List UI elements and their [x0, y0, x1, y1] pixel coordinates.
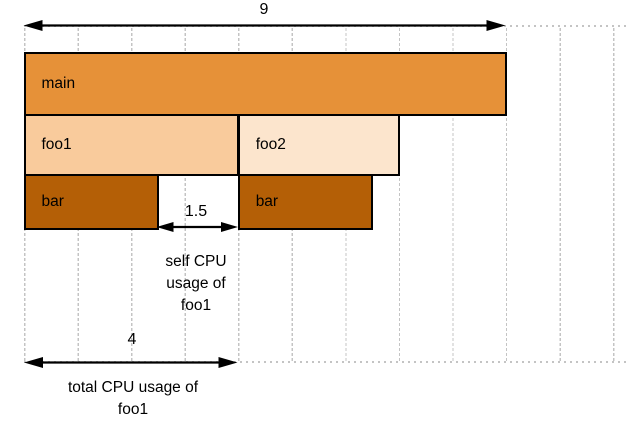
total-width-value: 9: [259, 1, 269, 18]
frame-foo1: foo1: [23, 114, 240, 176]
total-usage-arrow: [24, 357, 238, 368]
arrowhead-left: [23, 20, 43, 31]
frame-label: bar: [41, 193, 64, 210]
frame-main: main: [23, 52, 507, 116]
frame-label: foo1: [41, 136, 72, 153]
arrowhead-left: [156, 222, 174, 232]
frame-label: main: [41, 75, 76, 92]
arrowhead-right: [486, 20, 506, 31]
total-width-arrow: [23, 20, 506, 31]
arrowhead-left: [24, 357, 43, 368]
frame-label: bar: [255, 193, 279, 210]
frame-bar-under-foo2: bar: [237, 174, 374, 230]
frame-foo2: foo2: [237, 114, 400, 176]
total-usage-caption: total CPU usage of foo1: [67, 379, 199, 418]
self-usage-caption: self CPU usage of foo1: [165, 253, 227, 314]
total-usage-value: 4: [127, 331, 137, 348]
self-usage-arrow: [156, 222, 238, 232]
frame-label: foo2: [255, 136, 286, 153]
arrowhead-right: [218, 357, 238, 368]
arrowhead-right: [221, 222, 238, 232]
self-usage-value: 1.5: [184, 203, 208, 220]
frame-bar-under-foo1: bar: [23, 174, 159, 230]
grid-bottom-border: [24, 361, 628, 363]
